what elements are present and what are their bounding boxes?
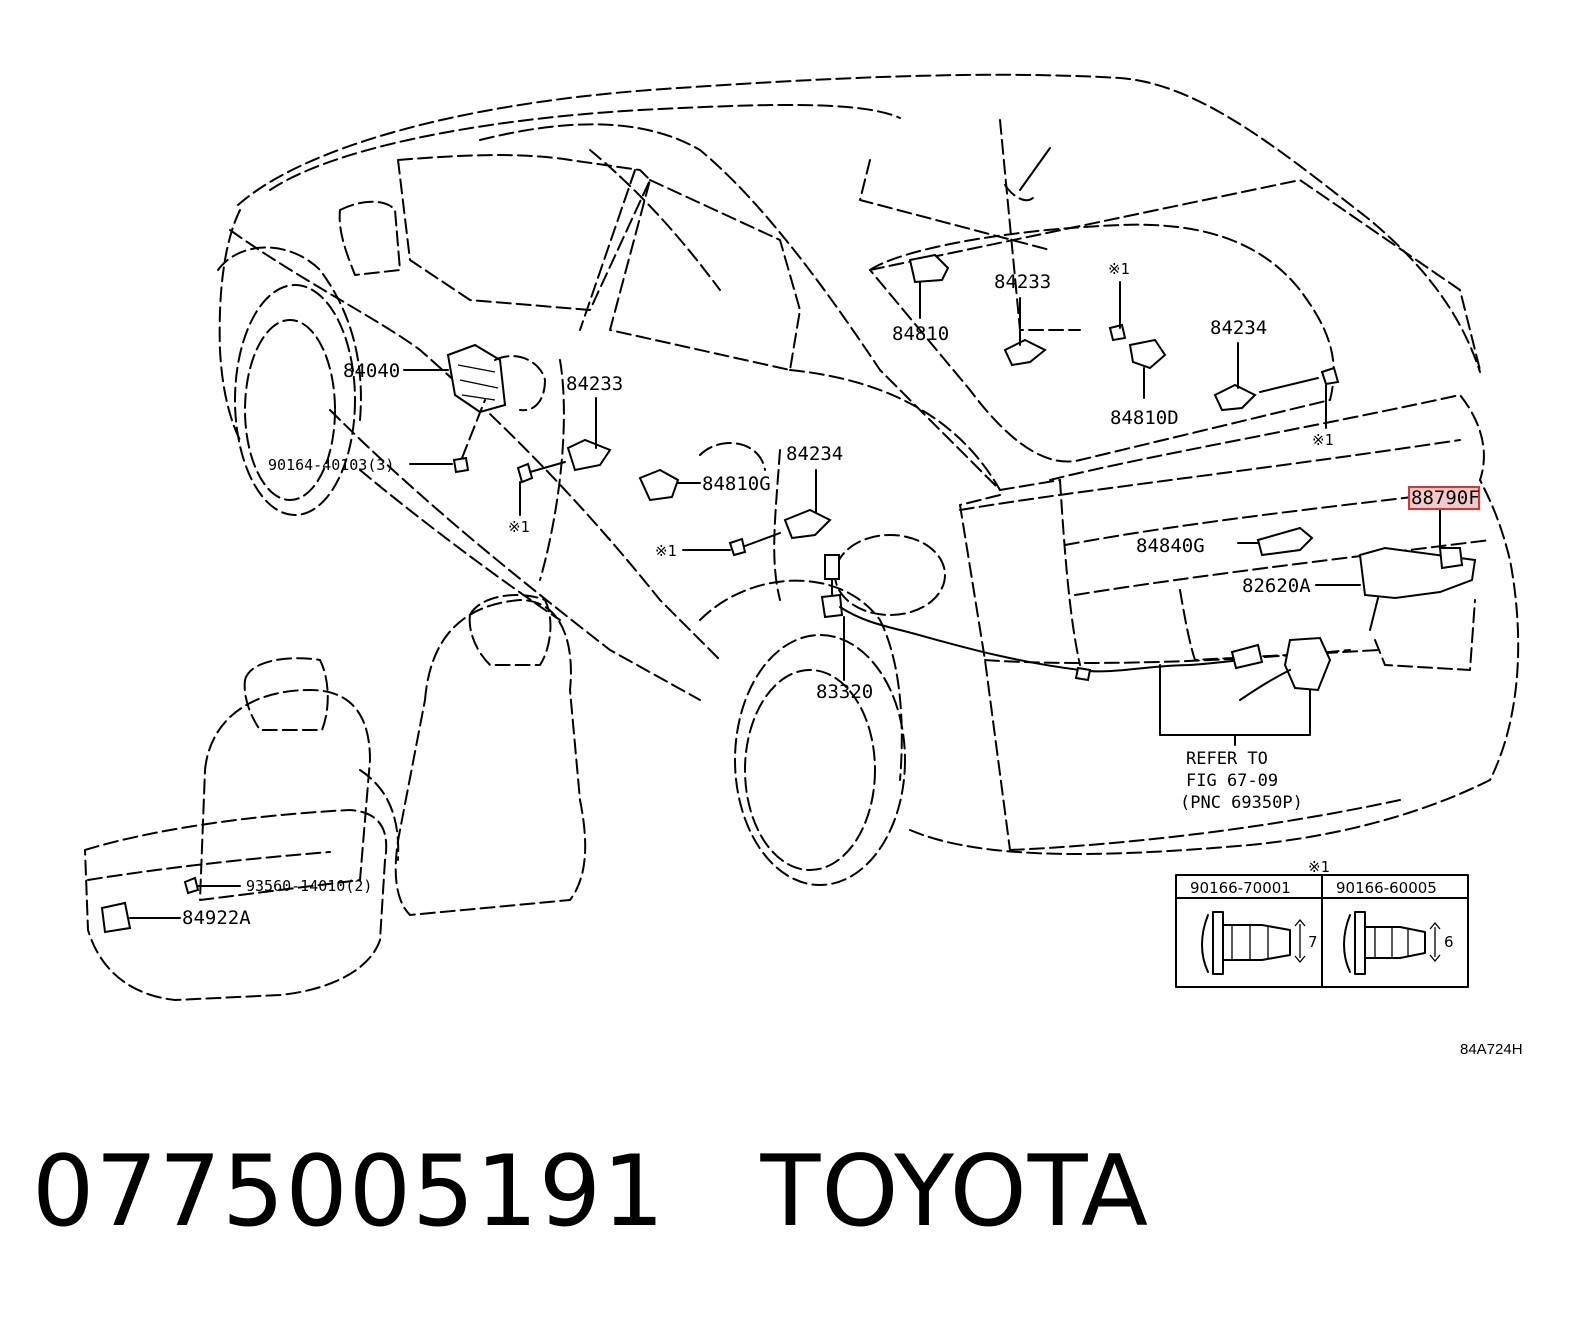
- door-lock-harness-glyph: [1074, 636, 1332, 701]
- label-refer-line2: FIG 67-09: [1186, 771, 1278, 791]
- label-84922a: 84922A: [182, 907, 251, 929]
- leader-lines: [129, 281, 1441, 919]
- rear-seat-drawing: [84, 594, 587, 1001]
- label-ast-top: ※1: [1108, 260, 1130, 278]
- label-84040: 84040: [343, 360, 400, 382]
- label-84234-top: 84234: [1210, 317, 1267, 339]
- part-84233-top-glyph: [1003, 323, 1127, 367]
- label-88790f: 88790F: [1411, 487, 1480, 509]
- part-84040-glyph: [446, 343, 546, 414]
- footer-caption: 0775005191 TOYOTA: [32, 1135, 1149, 1249]
- footer-brand: TOYOTA: [760, 1135, 1150, 1249]
- label-84234-mid: 84234: [786, 443, 843, 465]
- part-84234-mid-glyph: [728, 508, 832, 557]
- label-84810d: 84810D: [1110, 407, 1179, 429]
- parts: [100, 253, 1477, 934]
- label-84233-left: 84233: [566, 373, 623, 395]
- label-84840g: 84840G: [1136, 535, 1205, 557]
- label-refer-line3: (PNC 69350P): [1180, 793, 1303, 813]
- part-84233-left-glyph: [516, 438, 612, 484]
- part-84234-top-glyph: [1213, 366, 1340, 412]
- part-90164-glyph: [452, 456, 470, 474]
- callout-labels: 84040 90164-40103(3) 84233 84810G 84234 …: [182, 260, 1480, 929]
- label-84233-top: 84233: [994, 271, 1051, 293]
- fastener-table-dim-1: 7: [1308, 933, 1318, 951]
- label-93560-14010: 93560-14010(2): [246, 877, 372, 895]
- label-90164-40103: 90164-40103(3): [268, 456, 394, 474]
- part-82620a-glyph: [1358, 546, 1477, 631]
- label-82620a: 82620A: [1242, 575, 1311, 597]
- part-84840g-glyph: [1256, 526, 1314, 557]
- label-ast-right: ※1: [1312, 431, 1334, 449]
- part-84922a-glyph: [100, 901, 132, 934]
- label-ast-left-a: ※1: [508, 518, 530, 536]
- fastener-clip-2-drawing: [1343, 911, 1441, 975]
- part-84810-glyph: [908, 253, 950, 284]
- highlight-box-88790f: [1408, 486, 1480, 510]
- part-83320-glyph: [820, 554, 1081, 671]
- label-84810: 84810: [892, 323, 949, 345]
- drawing-code: 84A724H: [1460, 1041, 1523, 1058]
- fastener-table-part-2: 90166-60005: [1336, 879, 1437, 897]
- part-84810d-glyph: [1128, 338, 1167, 370]
- label-84810g: 84810G: [702, 473, 771, 495]
- label-ast-left-b: ※1: [655, 542, 677, 560]
- footer-part-number: 0775005191: [32, 1135, 666, 1249]
- label-83320: 83320: [816, 681, 873, 703]
- car-body-outline: [217, 73, 1520, 886]
- fastener-table-marker: ※1: [1308, 858, 1330, 876]
- part-93560-glyph: [183, 876, 200, 895]
- label-refer-line1: REFER TO: [1186, 749, 1268, 769]
- fastener-table-dim-2: 6: [1444, 933, 1454, 951]
- part-84810g-glyph: [638, 442, 766, 502]
- fastener-table: ※1 90166-70001 90166-60005 7 6: [1175, 858, 1469, 988]
- fastener-clip-1-drawing: [1201, 911, 1306, 975]
- fastener-table-part-1: 90166-70001: [1190, 879, 1291, 897]
